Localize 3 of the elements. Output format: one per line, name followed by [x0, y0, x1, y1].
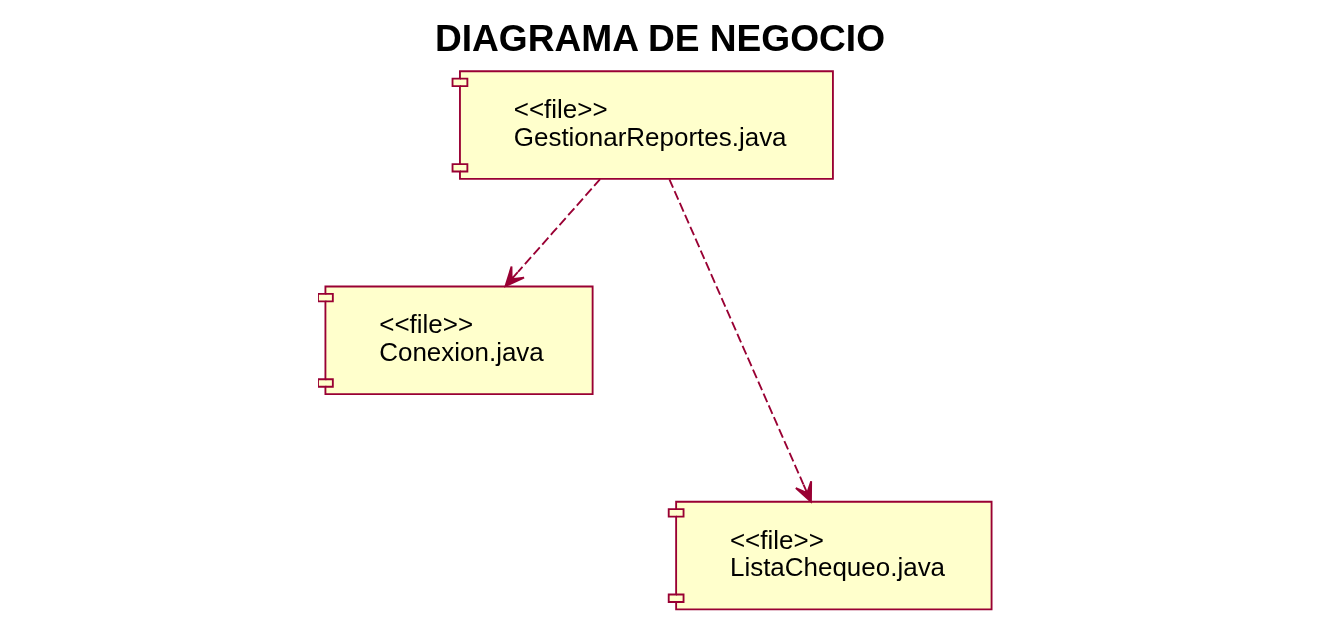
arrow: [668, 178, 813, 503]
arrow: [504, 178, 602, 287]
diagram-title: DIAGRAMA DE NEGOCIO: [434, 16, 886, 59]
